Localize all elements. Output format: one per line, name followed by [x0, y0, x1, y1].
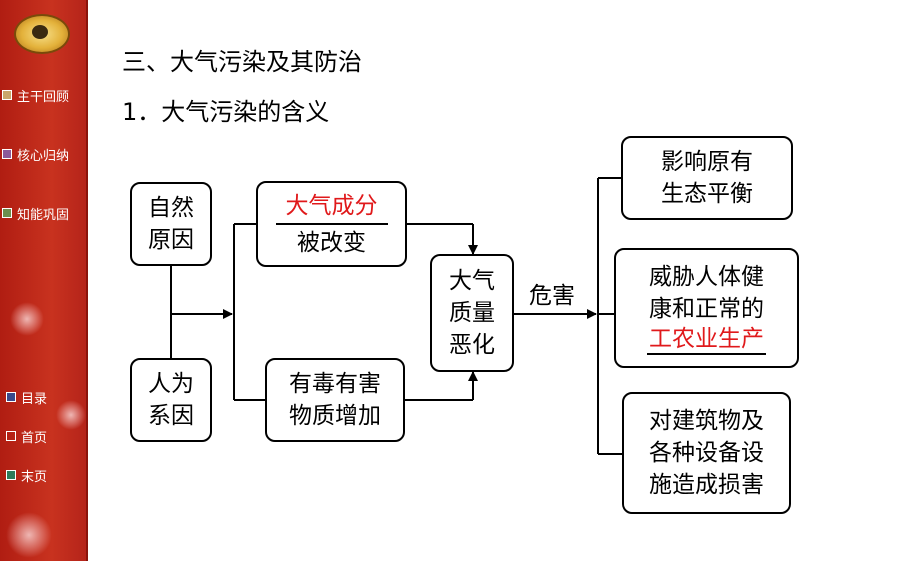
natural-cause-line1: 自然 [148, 195, 194, 221]
toxic-substance-box: 有毒有害 物质增加 [265, 358, 405, 442]
nav-item-home[interactable]: 首页 [6, 427, 48, 446]
subtitle: 1．大气污染的含义 [122, 98, 330, 126]
tan-square-icon [2, 90, 12, 100]
nav-item-label: 知能巩固 [17, 207, 70, 223]
toxic-line1: 有毒有害 [289, 371, 381, 397]
nav-item-label: 主干回顾 [17, 89, 70, 105]
toxic-line2: 物质增加 [289, 403, 381, 429]
fill-blank-line [275, 222, 388, 225]
hollow-square-icon [6, 431, 16, 441]
nav-item-review[interactable]: 主干回顾 [2, 86, 70, 105]
effect3-line2: 各种设备设 [649, 440, 764, 466]
dandelion-decoration-icon [6, 512, 52, 558]
human-cause-box: 人为 系因 [130, 358, 212, 442]
quality-line2: 质量 [449, 300, 495, 326]
section-title: 三、大气污染及其防治 [122, 48, 362, 76]
natural-cause-box: 自然 原因 [130, 182, 212, 266]
nav-item-consolidate[interactable]: 知能巩固 [2, 204, 70, 223]
nav-item-label: 末页 [21, 469, 48, 485]
effect2-line3: 工农业生产 [647, 325, 766, 355]
dandelion-decoration-icon [10, 302, 44, 336]
nav-item-label: 目录 [21, 391, 48, 407]
purple-square-icon [2, 149, 12, 159]
effect-ecology-box: 影响原有 生态平衡 [621, 136, 793, 220]
effect1-line2: 生态平衡 [661, 181, 753, 207]
harm-label: 危害 [529, 283, 575, 309]
quality-line1: 大气 [449, 268, 495, 294]
effect1-line1: 影响原有 [661, 149, 753, 175]
effect2-line2: 康和正常的 [649, 296, 764, 322]
natural-cause-line2: 原因 [148, 227, 194, 253]
nav-item-last[interactable]: 末页 [6, 466, 48, 485]
composition-top-text: 大气成分 [285, 192, 378, 219]
green-square-icon [2, 208, 12, 218]
nav-item-label: 首页 [21, 430, 48, 446]
nav-item-summary[interactable]: 核心归纳 [2, 145, 70, 164]
air-quality-box: 大气 质量 恶化 [430, 254, 514, 372]
effect3-line1: 对建筑物及 [649, 408, 764, 434]
sidebar: 主干回顾 核心归纳 知能巩固 目录 首页 末页 [0, 0, 88, 561]
nav-item-contents[interactable]: 目录 [6, 388, 48, 407]
composition-box: 大气成分 被改变 [256, 181, 407, 267]
human-cause-line1: 人为 [148, 371, 194, 397]
logo-emblem-icon [32, 25, 48, 39]
effect-health-box: 威胁人体健 康和正常的 工农业生产 [614, 248, 799, 368]
quality-line3: 恶化 [449, 332, 495, 358]
effect2-line1: 威胁人体健 [649, 264, 764, 290]
human-cause-line2: 系因 [148, 403, 194, 429]
composition-bottom-text: 被改变 [297, 229, 366, 256]
nav-item-label: 核心归纳 [17, 148, 70, 164]
dandelion-decoration-icon [56, 400, 86, 430]
effect3-line3: 施造成损害 [649, 472, 764, 498]
school-logo [14, 14, 70, 54]
teal-square-icon [6, 470, 16, 480]
effect-building-box: 对建筑物及 各种设备设 施造成损害 [622, 392, 791, 514]
blue-square-icon [6, 392, 16, 402]
